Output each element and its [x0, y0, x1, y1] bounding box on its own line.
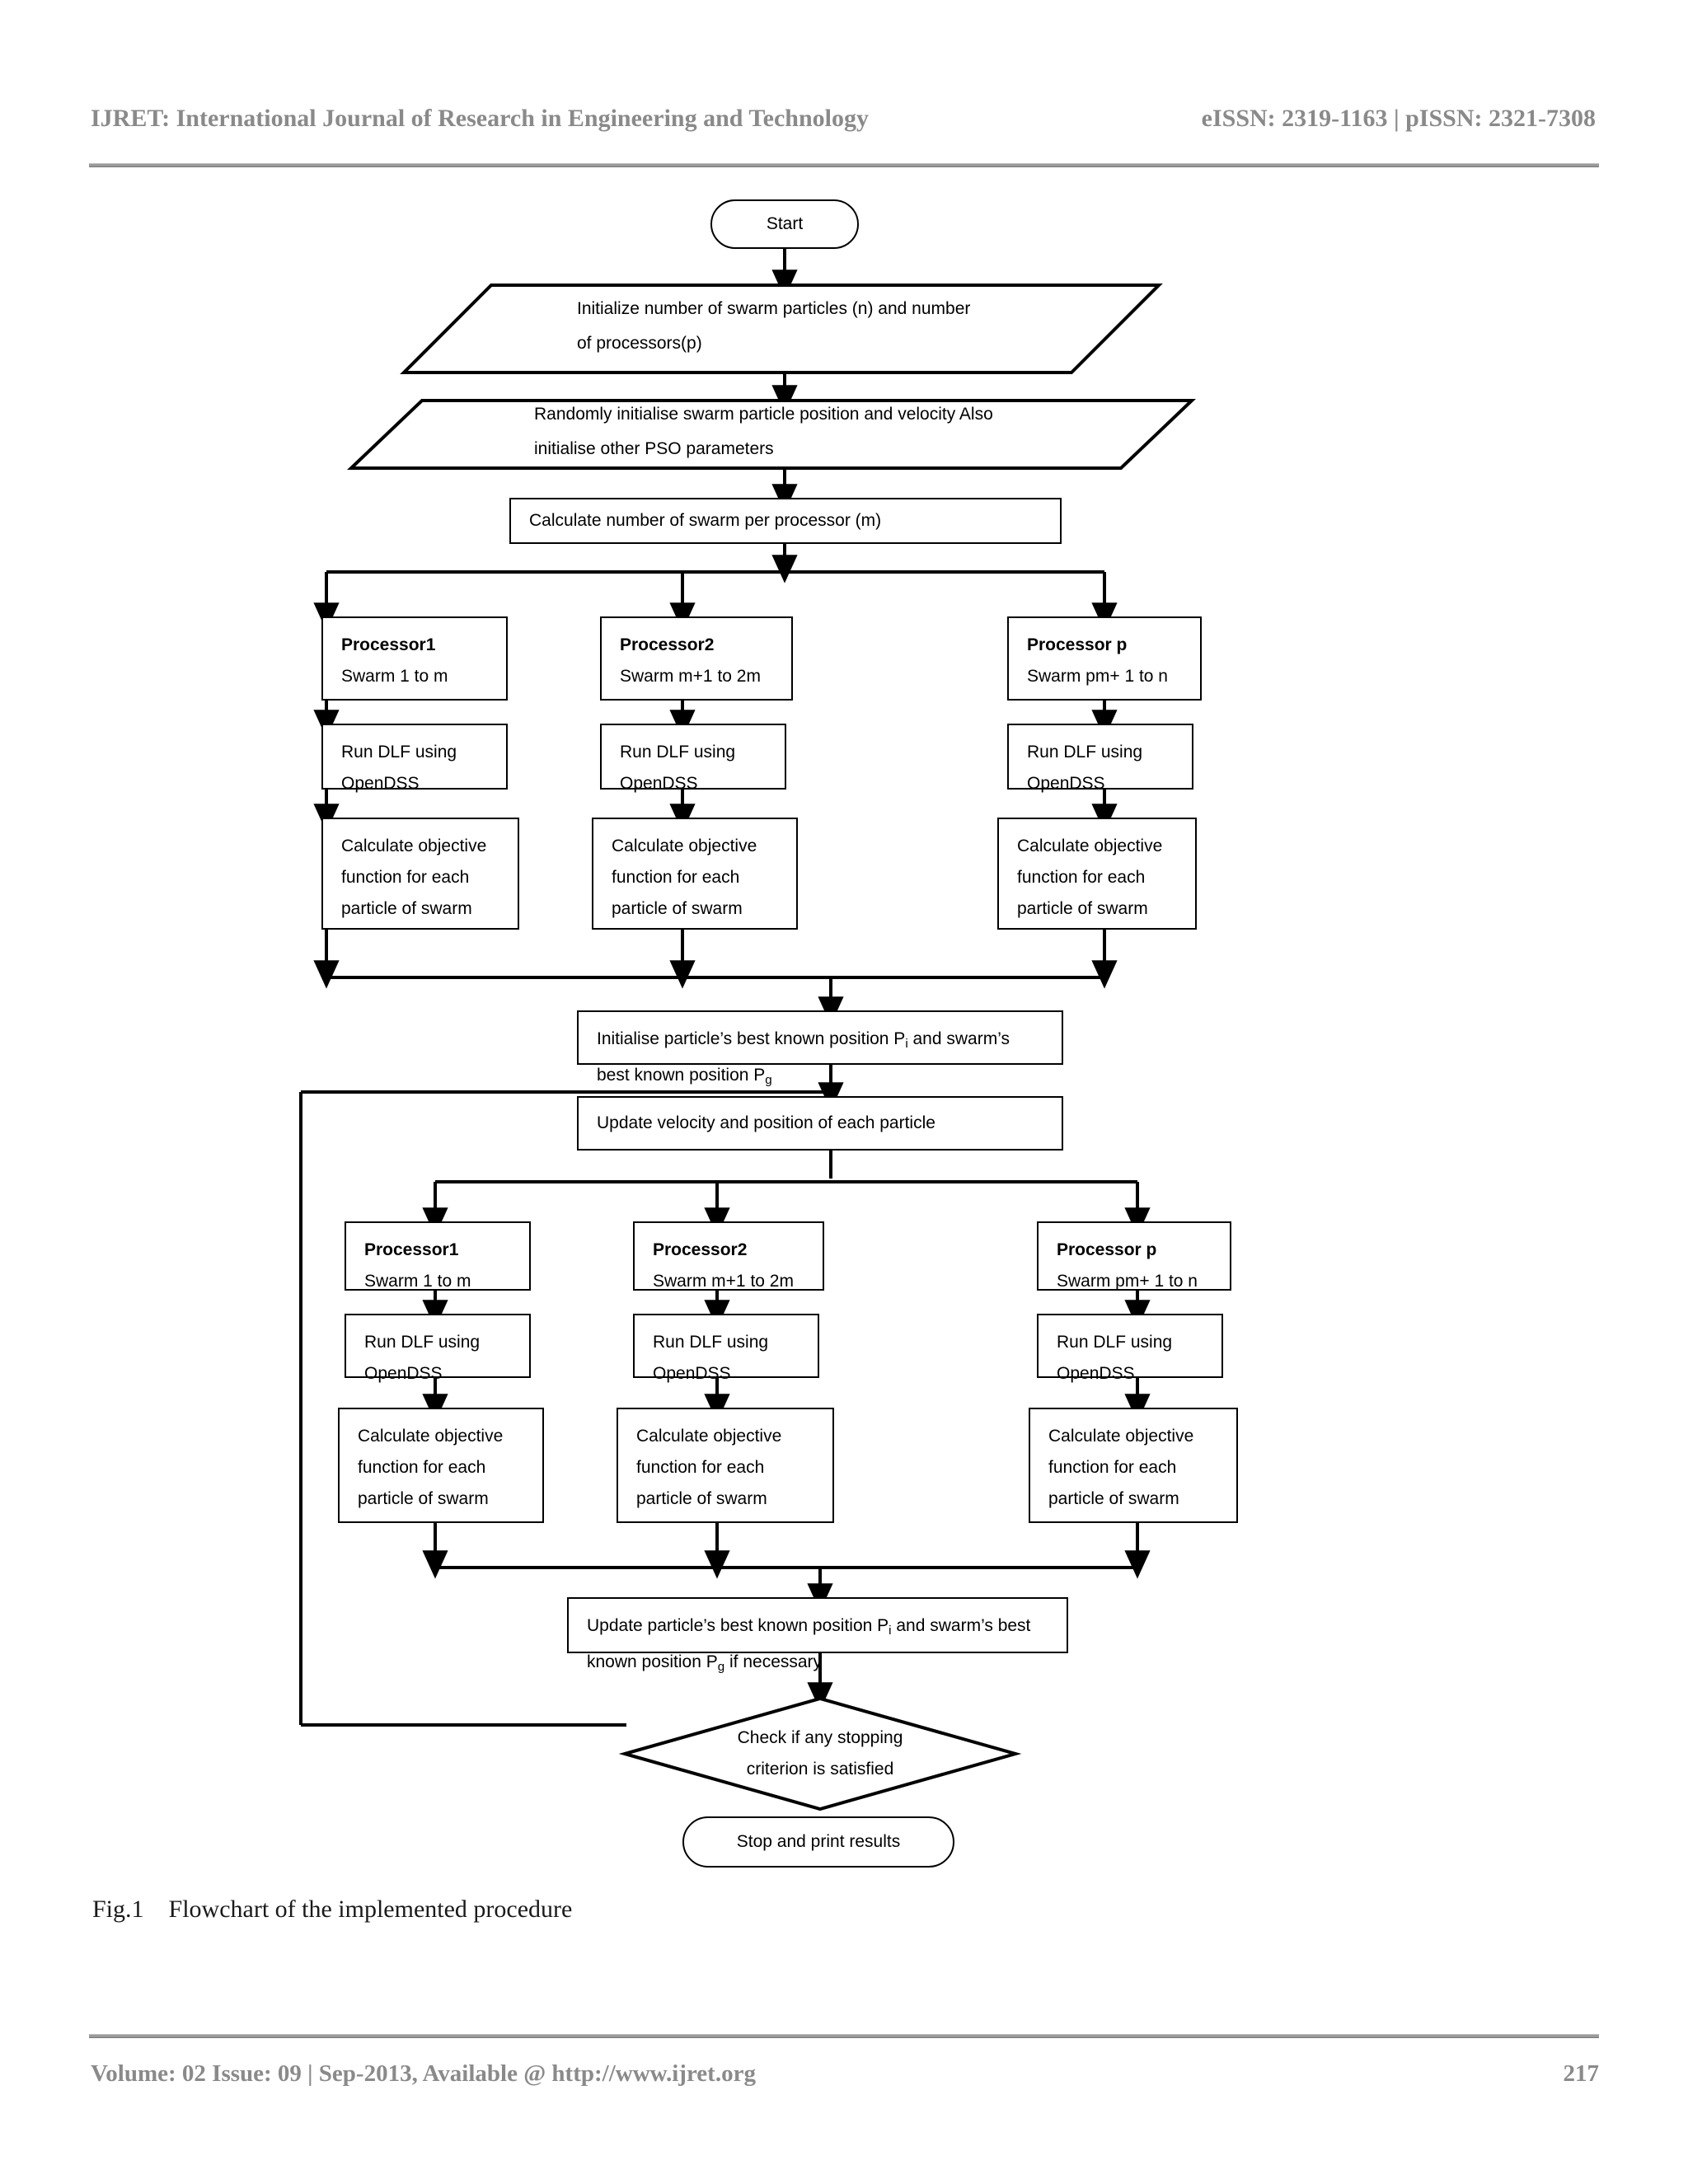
flow-node-g2-dlf2: Run DLF using OpenDSS	[633, 1314, 819, 1383]
g2-objective1-label: Calculate objective function for each pa…	[358, 1427, 504, 1508]
g1-processorp-title: Processor p	[1027, 635, 1128, 654]
flow-node-g2-processor-p: Processor p Swarm pm+ 1 to n	[1037, 1221, 1231, 1291]
g2-dlf2-label: Run DLF using OpenDSS	[653, 1333, 769, 1383]
flow-node-g2-objective1: Calculate objective function for each pa…	[338, 1408, 544, 1523]
flow-node-initialize-io: Initialize number of swarm particles (n)…	[400, 284, 1163, 374]
g2-objectivep-label: Calculate objective function for each pa…	[1048, 1427, 1194, 1508]
flow-node-g2-dlf-p: Run DLF using OpenDSS	[1037, 1314, 1223, 1383]
g1-dlfp-label: Run DLF using OpenDSS	[1027, 743, 1143, 793]
flow-node-g1-dlf1: Run DLF using OpenDSS	[321, 724, 508, 793]
init-best-line1a: Initialise particle’s best known positio…	[597, 1029, 906, 1048]
flow-node-g1-objective2: Calculate objective function for each pa…	[592, 818, 798, 930]
flow-node-calc-swarm-per-processor: Calculate number of swarm per processor …	[509, 498, 1062, 544]
footer-volume-text: Volume: 02 Issue: 09 | Sep-2013, Availab…	[91, 2060, 756, 2087]
flow-node-g2-objective-p: Calculate objective function for each pa…	[1029, 1408, 1238, 1523]
calc-swarm-per-processor-label: Calculate number of swarm per processor …	[529, 511, 882, 530]
init-best-sub-i: i	[905, 1037, 908, 1052]
g1-dlf1-label: Run DLF using OpenDSS	[341, 743, 457, 793]
g1-objective1-label: Calculate objective function for each pa…	[341, 837, 487, 918]
flow-node-g1-dlf-p: Run DLF using OpenDSS	[1007, 724, 1193, 793]
update-best-sub-i: i	[889, 1624, 892, 1638]
decision-label: Check if any stopping criterion is satis…	[737, 1728, 903, 1779]
g1-processor1-title: Processor1	[341, 635, 436, 654]
random-init-label: Randomly initialise swarm particle posit…	[534, 405, 993, 458]
g2-processor1-swarm: Swarm 1 to m	[364, 1272, 471, 1291]
g2-processorp-swarm: Swarm pm+ 1 to n	[1057, 1272, 1198, 1291]
stop-label: Stop and print results	[736, 1832, 901, 1851]
journal-title: IJRET: International Journal of Research…	[91, 105, 870, 132]
flow-node-update-velocity: Update velocity and position of each par…	[577, 1096, 1063, 1151]
g1-processorp-swarm: Swarm pm+ 1 to n	[1027, 667, 1168, 686]
figure-caption: Fig.1 Flowchart of the implemented proce…	[92, 1896, 573, 1923]
journal-issn: eISSN: 2319-1163 | pISSN: 2321-7308	[1201, 105, 1596, 132]
init-best-line2a: best known position P	[597, 1066, 766, 1085]
flow-node-g1-processor-p: Processor p Swarm pm+ 1 to n	[1007, 616, 1202, 701]
update-best-line2a: known position P	[587, 1652, 718, 1672]
footer-page-number: 217	[1563, 2060, 1600, 2087]
flow-node-stop: Stop and print results	[682, 1816, 954, 1868]
g2-dlfp-label: Run DLF using OpenDSS	[1057, 1333, 1173, 1383]
flow-node-g1-objective1: Calculate objective function for each pa…	[321, 818, 519, 930]
init-best-line1b: and swarm’s	[907, 1029, 1010, 1048]
header-divider	[89, 163, 1599, 167]
flow-node-g2-objective2: Calculate objective function for each pa…	[617, 1408, 834, 1523]
g2-processor1-title: Processor1	[364, 1240, 459, 1259]
init-best-sub-g: g	[765, 1073, 772, 1088]
update-velocity-label: Update velocity and position of each par…	[597, 1113, 935, 1132]
flow-node-g2-dlf1: Run DLF using OpenDSS	[345, 1314, 531, 1383]
g1-objective2-label: Calculate objective function for each pa…	[612, 837, 757, 918]
g1-processor1-swarm: Swarm 1 to m	[341, 667, 448, 686]
footer-divider	[89, 2034, 1599, 2038]
g2-processor2-title: Processor2	[653, 1240, 748, 1259]
update-best-sub-g: g	[717, 1660, 725, 1675]
flow-node-g1-dlf2: Run DLF using OpenDSS	[600, 724, 786, 793]
update-best-line1b: and swarm’s best	[891, 1616, 1031, 1635]
g2-dlf1-label: Run DLF using OpenDSS	[364, 1333, 481, 1383]
g2-processor2-swarm: Swarm m+1 to 2m	[653, 1272, 794, 1291]
flow-node-stopping-criterion-decision: Check if any stopping criterion is satis…	[618, 1696, 1022, 1811]
journal-footer: Volume: 02 Issue: 09 | Sep-2013, Availab…	[91, 2052, 1599, 2095]
flow-node-g1-objective-p: Calculate objective function for each pa…	[997, 818, 1197, 930]
flow-node-start: Start	[710, 199, 859, 249]
g2-processorp-title: Processor p	[1057, 1240, 1157, 1259]
update-best-line1a: Update particle’s best known position P	[587, 1616, 889, 1635]
flow-node-random-init-io: Randomly initialise swarm particle posit…	[347, 399, 1196, 470]
g2-objective2-label: Calculate objective function for each pa…	[636, 1427, 782, 1508]
initialize-label: Initialize number of swarm particles (n)…	[577, 299, 971, 353]
g1-dlf2-label: Run DLF using OpenDSS	[620, 743, 736, 793]
update-best-line2b: if necessary	[724, 1652, 823, 1672]
flow-node-update-best-position: Update particle’s best known position Pi…	[567, 1597, 1068, 1674]
g1-processor2-title: Processor2	[620, 635, 715, 654]
start-label: Start	[766, 214, 804, 233]
flow-node-init-best-position: Initialise particle’s best known positio…	[577, 1010, 1063, 1087]
g1-processor2-swarm: Swarm m+1 to 2m	[620, 667, 761, 686]
journal-running-head: IJRET: International Journal of Research…	[91, 97, 1599, 140]
g1-objectivep-label: Calculate objective function for each pa…	[1017, 837, 1163, 918]
